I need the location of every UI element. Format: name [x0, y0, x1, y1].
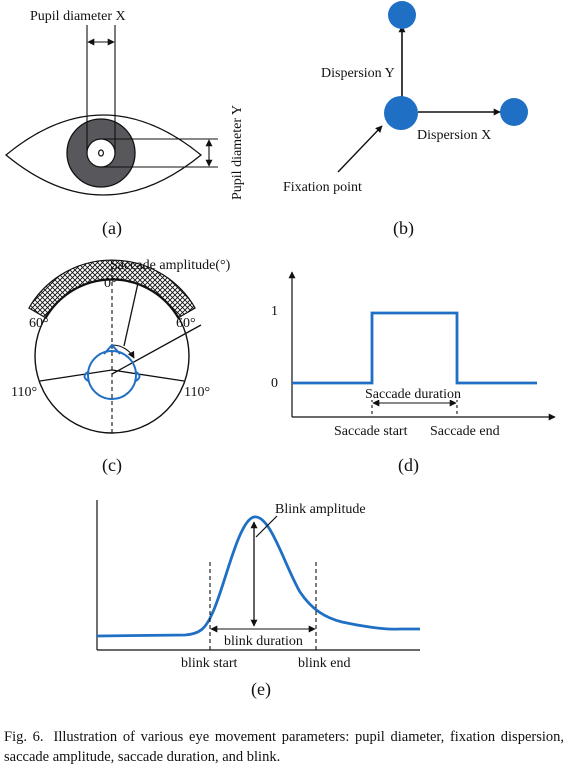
eye-outline: [4, 114, 203, 196]
blink-amplitude-label: Blink amplitude: [275, 502, 366, 517]
amplitude-label: Saccade amplitude(°): [110, 258, 231, 273]
head-icon: [83, 343, 141, 400]
panel-e-tag: (e): [251, 679, 271, 700]
blink-curve: [96, 515, 420, 638]
angle-60-left-label: 60°: [29, 316, 49, 331]
panel-b: Dispersion Y Dispersion X Fixation point…: [283, 1, 528, 239]
saccade-duration-label: Saccade duration: [365, 387, 461, 402]
pupil-center: [97, 149, 104, 157]
angle-110-right-label: 110°: [184, 385, 210, 400]
amplitude-pointer: [123, 282, 139, 347]
panel-b-tag: (b): [393, 218, 414, 239]
field-limit-left: [39, 369, 113, 382]
angle-0-label: 0°: [104, 276, 117, 291]
pupil-y-label: Pupil diameter Y: [230, 105, 245, 200]
fixation-label: Fixation point: [283, 180, 362, 195]
y-tick-1: 1: [271, 304, 278, 319]
blink-amplitude-pointer: [255, 515, 278, 538]
dispersion-y-label: Dispersion Y: [321, 66, 395, 81]
panel-c-tag: (c): [102, 455, 122, 476]
angle-60-right-label: 60°: [176, 316, 196, 331]
duration-label-bg: [364, 385, 464, 400]
caption-prefix: Fig. 6.: [4, 729, 44, 745]
angle-110-left-label: 110°: [11, 385, 37, 400]
panel-c: Saccade amplitude(°) 0° 60° 60° 110° 110…: [11, 258, 231, 476]
panel-d-tag: (d): [398, 455, 419, 476]
dispersion-x-point: [500, 98, 528, 126]
fixation-pointer: [337, 125, 383, 173]
fixation-point: [384, 96, 418, 130]
y-tick-0: 0: [271, 376, 278, 391]
saccade-line: [111, 324, 202, 375]
panel-a-tag: (a): [102, 218, 122, 239]
hatched-field-band: [28, 259, 196, 319]
pupil-x-label: Pupil diameter X: [30, 9, 126, 24]
field-limit-right: [111, 369, 185, 382]
dispersion-y-point: [388, 1, 416, 29]
panel-e: Blink amplitude blink duration blink sta…: [96, 500, 420, 700]
saccade-end-label: Saccade end: [430, 424, 500, 439]
figure-caption: Fig. 6.Illustration of various eye movem…: [4, 727, 564, 767]
amplitude-arc: [111, 344, 135, 359]
blink-start-label: blink start: [181, 656, 237, 671]
panel-a: Pupil diameter X Pupil diameter Y (a): [4, 9, 245, 239]
saccade-step-line: [292, 311, 537, 385]
blink-duration-label-bg: [222, 632, 306, 647]
caption-text: Illustration of various eye movement par…: [4, 729, 565, 765]
dispersion-x-label: Dispersion X: [417, 128, 491, 143]
panel-d: 1 0 Saccade duration Saccade start Sacca…: [271, 271, 556, 476]
saccade-start-label: Saccade start: [334, 424, 408, 439]
pupil: [86, 138, 116, 168]
figure-canvas: Pupil diameter X Pupil diameter Y (a) Di…: [4, 1, 556, 700]
blink-duration-label: blink duration: [224, 634, 303, 649]
blink-end-label: blink end: [298, 656, 351, 671]
